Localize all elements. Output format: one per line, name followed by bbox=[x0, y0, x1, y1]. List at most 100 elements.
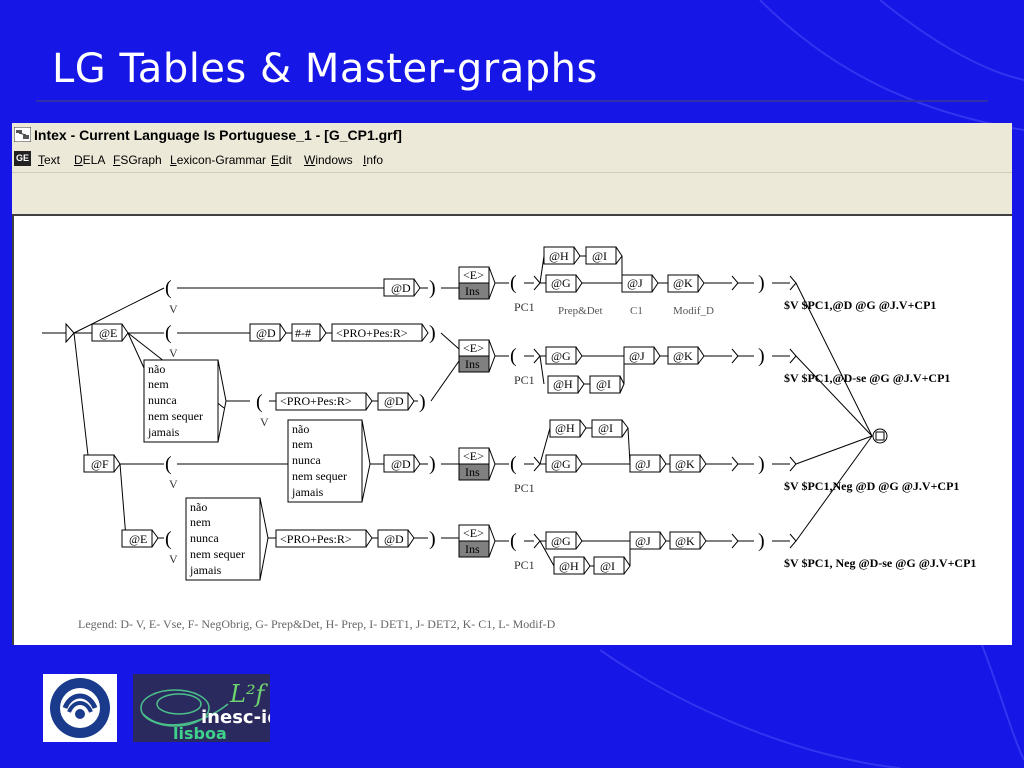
menu-info[interactable]: Info bbox=[363, 153, 384, 167]
node-H: @H bbox=[559, 559, 579, 573]
node-G: @G bbox=[551, 457, 571, 471]
v-label: V bbox=[169, 346, 178, 360]
paren-open: ( bbox=[165, 528, 172, 550]
paren-close: ) bbox=[429, 528, 436, 550]
ualg-logo bbox=[43, 674, 117, 742]
ualg-seal-icon bbox=[50, 678, 110, 738]
inesc-swirl-icon bbox=[140, 689, 229, 727]
paren-close: ) bbox=[758, 530, 765, 552]
paren-close: ) bbox=[758, 453, 765, 475]
graph-legend: Legend: D- V, E- Vse, F- NegObrig, G- Pr… bbox=[78, 617, 556, 631]
document-icon[interactable]: GE bbox=[14, 151, 31, 166]
node-G: @G bbox=[551, 534, 571, 548]
v-label: V bbox=[260, 415, 269, 429]
node-D: @D bbox=[384, 532, 404, 546]
node-hash: #-# bbox=[295, 326, 311, 340]
output-3: $V $PC1,Neg @D @G @J.V+CP1 bbox=[784, 479, 959, 493]
node-D: @D bbox=[391, 457, 411, 471]
node-eps: <E> bbox=[463, 526, 484, 540]
neg2-item: não bbox=[292, 422, 309, 436]
pc1-label: PC1 bbox=[514, 558, 535, 572]
paren-open: ( bbox=[165, 277, 172, 299]
node-I: @I bbox=[592, 249, 607, 263]
pc1-label: PC1 bbox=[514, 373, 535, 387]
neg2-item: jamais bbox=[291, 485, 324, 499]
menu-edit[interactable]: Edit bbox=[271, 153, 292, 167]
node-pro: <PRO+Pes:R> bbox=[280, 394, 352, 408]
node-I: @I bbox=[600, 559, 615, 573]
paren-close: ) bbox=[429, 453, 436, 475]
node-D: @D bbox=[391, 281, 411, 295]
node-E-row4: @E bbox=[129, 532, 147, 546]
neg2-item: nem bbox=[292, 437, 313, 451]
node-pro: <PRO+Pes:R> bbox=[280, 532, 352, 546]
menu-bar: GE Text DELA FSGraph Lexicon-Grammar Edi… bbox=[12, 148, 1012, 173]
paren-close: ) bbox=[758, 345, 765, 367]
menu-lexicon-grammar[interactable]: Lexicon-Grammar bbox=[170, 153, 267, 167]
modif-label: Modif_D bbox=[673, 305, 714, 317]
paren-open: ( bbox=[510, 272, 517, 294]
pc1-label: PC1 bbox=[514, 300, 535, 314]
menu-windows[interactable]: Windows bbox=[304, 153, 353, 167]
intex-window: Intex - Current Language Is Portuguese_1… bbox=[12, 123, 1012, 645]
node-D: @D bbox=[384, 394, 404, 408]
node-eps: <E> bbox=[463, 449, 484, 463]
node-H: @H bbox=[553, 377, 573, 391]
inesc-text: inesc-id bbox=[201, 707, 270, 728]
window-titlebar[interactable]: Intex - Current Language Is Portuguese_1… bbox=[12, 123, 1012, 148]
intex-app-icon bbox=[14, 127, 31, 142]
node-D: @D bbox=[256, 326, 276, 340]
menu-dela[interactable]: DELA bbox=[74, 153, 106, 167]
paren-close: ) bbox=[429, 277, 436, 299]
c1-label: C1 bbox=[630, 305, 643, 317]
paren-close: ) bbox=[419, 391, 426, 413]
neg3-item: nem sequer bbox=[190, 547, 245, 561]
window-title: Intex - Current Language Is Portuguese_1… bbox=[34, 127, 402, 143]
node-J: @J bbox=[627, 276, 643, 290]
node-ins: Ins bbox=[465, 542, 480, 556]
pc1-label: PC1 bbox=[514, 481, 535, 495]
menu-fsgraph[interactable]: FSGraph bbox=[113, 153, 162, 167]
v-label: V bbox=[169, 477, 178, 491]
node-G: @G bbox=[551, 276, 571, 290]
output-1: $V $PC1,@D @G @J.V+CP1 bbox=[784, 298, 936, 312]
node-J: @J bbox=[635, 457, 651, 471]
node-ins: Ins bbox=[465, 284, 480, 298]
node-K: @K bbox=[673, 349, 693, 363]
node-ins: Ins bbox=[465, 465, 480, 479]
menu-text[interactable]: Text bbox=[38, 153, 61, 167]
node-K: @K bbox=[675, 534, 695, 548]
neg3-item: nunca bbox=[190, 531, 219, 545]
paren-close: ) bbox=[429, 322, 436, 344]
prepdet-label: Prep&Det bbox=[558, 305, 603, 317]
neg1-item: nunca bbox=[148, 393, 177, 407]
node-I: @I bbox=[598, 421, 613, 435]
toolbar-area bbox=[12, 173, 1012, 211]
node-J: @J bbox=[629, 349, 645, 363]
paren-close: ) bbox=[758, 272, 765, 294]
graph-canvas[interactable]: @E @F @E não nem nunca nem sequer jamais… bbox=[12, 214, 1012, 645]
output-4: $V $PC1, Neg @D-se @G @J.V+CP1 bbox=[784, 556, 976, 570]
node-H: @H bbox=[555, 421, 575, 435]
title-divider bbox=[36, 100, 988, 102]
neg3-item: não bbox=[190, 500, 207, 514]
node-pro: <PRO+Pes:R> bbox=[336, 326, 408, 340]
node-I: @I bbox=[596, 377, 611, 391]
v-label: V bbox=[169, 302, 178, 316]
neg1-item: nem sequer bbox=[148, 409, 203, 423]
node-H: @H bbox=[549, 249, 569, 263]
node-E: @E bbox=[99, 326, 117, 340]
paren-open: ( bbox=[510, 453, 517, 475]
node-K: @K bbox=[675, 457, 695, 471]
lisboa-text: lisboa bbox=[173, 724, 227, 742]
neg1-item: jamais bbox=[147, 425, 180, 439]
neg3-item: jamais bbox=[189, 563, 222, 577]
neg1-item: não bbox=[148, 362, 165, 376]
slide-title: LG Tables & Master-graphs bbox=[52, 46, 598, 92]
node-G: @G bbox=[551, 349, 571, 363]
output-2: $V $PC1,@D-se @G @J.V+CP1 bbox=[784, 371, 950, 385]
master-graph: @E @F @E não nem nunca nem sequer jamais… bbox=[42, 246, 976, 631]
neg1-item: nem bbox=[148, 377, 169, 391]
v-label: V bbox=[169, 552, 178, 566]
paren-open: ( bbox=[510, 530, 517, 552]
